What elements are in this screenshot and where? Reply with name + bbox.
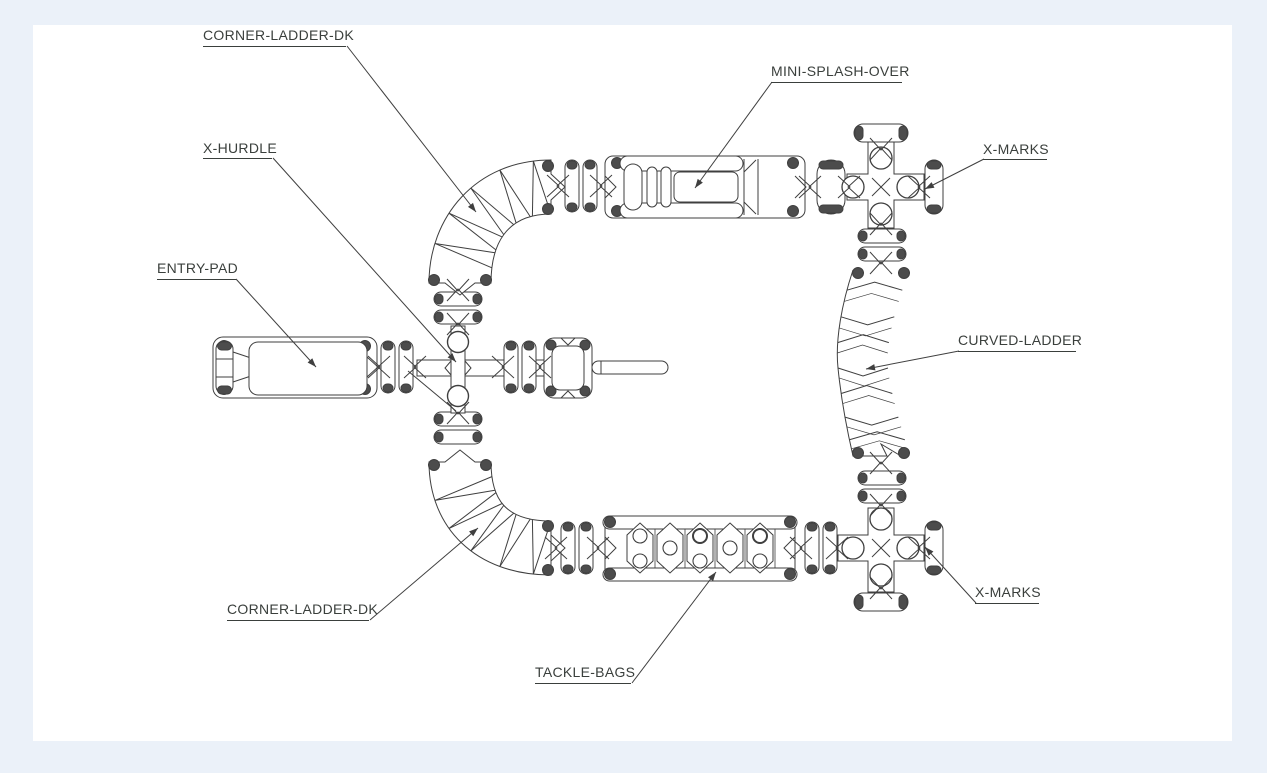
- callout-x-hurdle: X-HURDLE: [203, 141, 277, 159]
- connector-top-2: [816, 159, 846, 215]
- connector-right-top: [857, 228, 907, 262]
- connector-mid-bottom: [433, 411, 483, 445]
- tackle-bags: [602, 515, 798, 582]
- connector-top-1: [564, 159, 598, 213]
- callout-mini-splash-over: MINI-SPLASH-OVER: [771, 64, 909, 83]
- callout-x-marks-top: X-MARKS: [983, 142, 1049, 160]
- mini-splash-over: [604, 155, 807, 219]
- callout-leaders: [235, 45, 985, 684]
- corner-ladder-dk-bottom: [428, 449, 566, 576]
- callout-curved-ladder: CURVED-LADDER: [958, 333, 1082, 352]
- callout-entry-pad: ENTRY-PAD: [157, 261, 238, 280]
- connector-entry: [380, 340, 414, 394]
- connector-right-bottom: [857, 470, 907, 504]
- callout-corner-ladder-dk-top: CORNER-LADDER-DK: [203, 28, 354, 47]
- connector-bottom-1: [804, 521, 838, 575]
- corner-ladder-dk-top: [428, 159, 566, 296]
- entry-pad: [212, 336, 379, 399]
- connector-bottom-2: [560, 521, 594, 575]
- callout-tackle-bags: TACKLE-BAGS: [535, 665, 635, 684]
- callout-x-marks-bottom: X-MARKS: [975, 585, 1041, 604]
- x-hurdle-junction: [416, 325, 669, 414]
- callout-corner-ladder-dk-bottom: CORNER-LADDER-DK: [227, 602, 378, 621]
- curved-ladder: [836, 267, 910, 459]
- connector-hurdle-right: [503, 340, 537, 394]
- joint-chevrons: [367, 137, 931, 600]
